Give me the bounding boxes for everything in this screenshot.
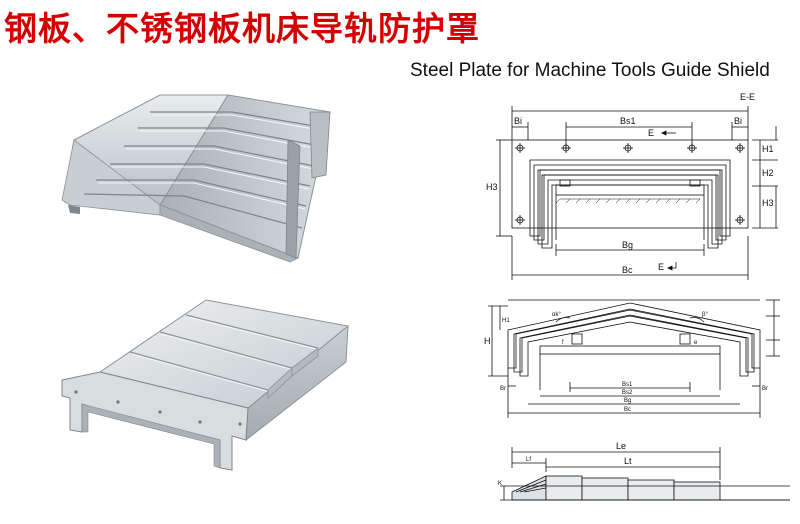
- angle-right-label: β°: [702, 312, 708, 318]
- title-english: Steel Plate for Machine Tools Guide Shie…: [410, 60, 770, 81]
- diagram-peaked-labels: H H1 Br Br Bs1 Bs2 Bg Bc αk° β° f e: [484, 312, 768, 413]
- e-bottom-label: E: [658, 262, 664, 272]
- lf-label: Lf: [526, 457, 531, 463]
- h3-right-label: H3: [762, 198, 774, 208]
- f-label: f: [562, 340, 564, 346]
- le-label: Le: [616, 441, 626, 451]
- diagram-ee-section: [496, 106, 778, 280]
- diagram-side-labels: Le Lt Lf K: [498, 441, 632, 487]
- bc-label: Bc: [622, 265, 633, 275]
- bs1-label: Bs1: [620, 116, 636, 126]
- bg-label: Bg: [624, 398, 631, 404]
- bs1-label: Bs1: [622, 382, 633, 388]
- bi-right-label: Bi: [734, 116, 742, 126]
- lt-label: Lt: [624, 456, 632, 466]
- diagram-side-view: [500, 447, 790, 501]
- k-label: K: [498, 481, 502, 487]
- e-top-label: E: [648, 128, 654, 138]
- h3-left-label: H3: [486, 182, 498, 192]
- br-right-label: Br: [762, 386, 768, 392]
- bs2-label: Bs2: [622, 390, 633, 396]
- h1-label: H1: [502, 318, 510, 324]
- bc-label: Bc: [624, 407, 631, 413]
- bi-left-label: Bi: [514, 116, 522, 126]
- diagram-peaked-section: [488, 299, 780, 418]
- h1-label: H1: [762, 144, 774, 154]
- peaked-cover-image: [61, 94, 331, 263]
- section-label: E-E: [740, 92, 755, 102]
- title-chinese: 钢板、不锈钢板机床导轨防护罩: [4, 9, 480, 48]
- h2-label: H2: [762, 168, 774, 178]
- e-label: e: [694, 340, 698, 346]
- diagram-ee-labels: E-E Bi Bi Bs1 E H1 H2 H3 H3 Bg Bc E: [486, 92, 774, 275]
- h-label: H: [484, 336, 491, 346]
- angle-left-label: αk°: [552, 312, 561, 318]
- flat-cover-image: [61, 299, 350, 471]
- br-left-label: Br: [500, 386, 506, 392]
- bg-label: Bg: [622, 240, 633, 250]
